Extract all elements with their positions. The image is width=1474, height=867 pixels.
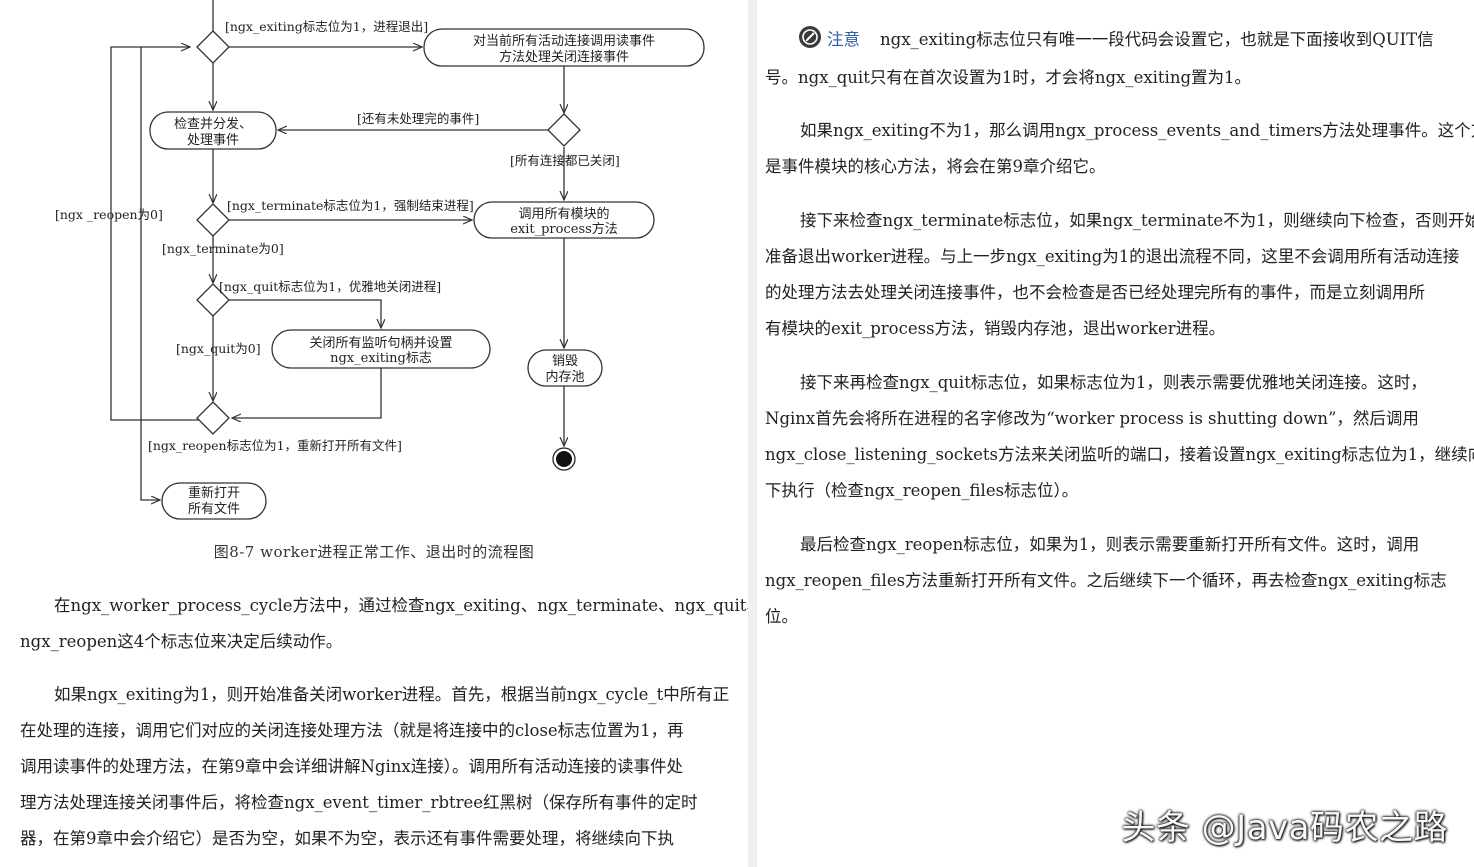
text-line: 下执行（检查ngx_reopen_files标志位）。	[765, 481, 1079, 500]
decision-exiting	[196, 30, 230, 64]
node-dispatch	[149, 111, 277, 150]
note-text-1: ngx_exiting标志位只有唯一一段代码会设置它，也就是下面接收到QUIT信	[880, 30, 1434, 49]
node-destroy-label-2: 内存池	[545, 369, 584, 385]
text-line: Nginx首先会将所在进程的名字修改为“worker process is sh…	[765, 409, 1419, 428]
node-exit-process-label-1: 调用所有模块的	[518, 206, 609, 222]
decision-reopen	[196, 401, 230, 435]
decision-quit	[196, 283, 230, 317]
guard-reopen-zero: [ngx _reopen为0]	[55, 207, 163, 222]
guard-unhandled-events: [还有未处理完的事件]	[357, 111, 479, 126]
node-destroy-label-1: 销毁	[552, 354, 578, 369]
watermark-text: 头条 @Java码农之路	[1121, 808, 1448, 848]
text-line: 接下来检查ngx_terminate标志位，如果ngx_terminate不为1…	[800, 211, 1474, 230]
node-call-read-label-1: 对当前所有活动连接调用读事件	[473, 33, 655, 49]
figure-caption: 图8-7 worker进程正常工作、退出时的流程图	[213, 543, 535, 561]
node-close-listen-label-1: 关闭所有监听句柄并设置	[309, 336, 452, 351]
decision-events	[547, 113, 581, 147]
node-close-listen-label-2: ngx_exiting标志	[330, 351, 432, 366]
text-line: 是事件模块的核心方法，将会在第9章介绍它。	[765, 157, 1106, 176]
right-page: 注意 ngx_exiting标志位只有唯一一段代码会设置它，也就是下面接收到QUI…	[757, 0, 1474, 867]
loop-line	[110, 47, 213, 421]
node-call-read	[423, 28, 705, 67]
text-line: 位。	[765, 607, 798, 626]
guard-quit-zero: [ngx_quit为0]	[176, 341, 261, 356]
node-exit-process	[473, 201, 655, 239]
final-node	[556, 451, 572, 467]
right-paragraph-4: 最后检查ngx_reopen标志位，如果为1，则表示需要重新打开所有文件。这时，…	[765, 527, 1447, 635]
text-line: ngx_reopen_files方法重新打开所有文件。之后继续下一个循环，再去检…	[765, 571, 1447, 590]
guard-terminate-zero: [ngx_terminate为0]	[162, 241, 284, 256]
left-paragraph-2: 如果ngx_exiting为1，则开始准备关闭worker进程。首先，根据当前n…	[20, 677, 742, 857]
left-page: [ngx_exiting标志位为1，进程退出] [还有未处理完的事件] [所有连…	[20, 0, 763, 857]
node-exit-process-label-2: exit_process方法	[510, 221, 618, 237]
text-line: 准备退出worker进程。与上一步ngx_exiting为1的退出流程不同，这里…	[765, 247, 1460, 266]
text-line: 在处理的连接，调用它们对应的关闭连接处理方法（就是将连接中的close标志位置为…	[20, 721, 684, 740]
node-dispatch-label-2: 处理事件	[187, 133, 239, 148]
text-line: 调用读事件的处理方法，在第9章中会详细讲解Nginx连接）。调用所有活动连接的读…	[20, 757, 683, 776]
guard-reopen: [ngx_reopen标志位为1，重新打开所有文件]	[148, 438, 402, 453]
node-destroy	[527, 349, 603, 387]
left-paragraph-1: 在ngx_worker_process_cycle方法中，通过检查ngx_exi…	[20, 588, 763, 660]
note-line-1: 注意 ngx_exiting标志位只有唯一一段代码会设置它，也就是下面接收到QUI…	[799, 22, 1434, 58]
text-line: 如果ngx_exiting不为1，那么调用ngx_process_events_…	[800, 121, 1474, 140]
text-line: 理方法处理连接关闭事件后，将检查ngx_event_timer_rbtree红黑…	[20, 793, 698, 812]
guard-quit: [ngx_quit标志位为1，优雅地关闭进程]	[219, 279, 441, 294]
note-label: 注意	[827, 30, 860, 49]
right-paragraph-2: 接下来检查ngx_terminate标志位，如果ngx_terminate不为1…	[765, 203, 1474, 347]
worker-process-flowchart: [ngx_exiting标志位为1，进程退出] [还有未处理完的事件] [所有连…	[55, 0, 705, 520]
text-line: 如果ngx_exiting为1，则开始准备关闭worker进程。首先，根据当前n…	[54, 685, 730, 704]
node-reopen-label-2: 所有文件	[188, 502, 240, 517]
note-text-2: 号。ngx_quit只有在首次设置为1时，才会将ngx_exiting置为1。	[765, 68, 1252, 87]
text-line: 最后检查ngx_reopen标志位，如果为1，则表示需要重新打开所有文件。这时，…	[800, 535, 1420, 554]
text-line: ngx_reopen这4个标志位来决定后续动作。	[20, 632, 343, 651]
guard-terminate: [ngx_terminate标志位为1，强制结束进程]	[227, 198, 474, 213]
node-call-read-label-2: 方法处理关闭连接事件	[499, 49, 629, 65]
text-line: 接下来再检查ngx_quit标志位，如果标志位为1，则表示需要优雅地关闭连接。这…	[800, 373, 1427, 392]
text-line: 在ngx_worker_process_cycle方法中，通过检查ngx_exi…	[54, 596, 763, 615]
decision-terminate	[196, 203, 230, 237]
text-line: 的处理方法去处理关闭连接事件，也不会检查是否已经处理完所有的事件，而是立刻调用所	[765, 283, 1425, 302]
text-line: 有模块的exit_process方法，销毁内存池，退出worker进程。	[765, 319, 1226, 338]
page-gutter	[748, 0, 757, 867]
text-line: 器，在第9章中会介绍它）是否为空，如果不为空，表示还有事件需要处理，将继续向下执	[20, 829, 674, 848]
node-reopen	[161, 482, 267, 520]
node-reopen-label-1: 重新打开	[188, 485, 240, 501]
text-line: ngx_close_listening_sockets方法来关闭监听的端口，接着…	[765, 445, 1474, 464]
right-paragraph-3: 接下来再检查ngx_quit标志位，如果标志位为1，则表示需要优雅地关闭连接。这…	[765, 365, 1474, 509]
right-paragraph-1: 如果ngx_exiting不为1，那么调用ngx_process_events_…	[765, 113, 1474, 185]
node-close-listen	[271, 329, 491, 369]
node-dispatch-label-1: 检查并分发、	[174, 116, 252, 132]
note-line-2: 号。ngx_quit只有在首次设置为1时，才会将ngx_exiting置为1。	[765, 60, 1251, 96]
note-pen-icon	[799, 26, 821, 48]
guard-all-closed: [所有连接都已关闭]	[510, 153, 620, 168]
guard-exiting: [ngx_exiting标志位为1，进程退出]	[225, 19, 428, 34]
